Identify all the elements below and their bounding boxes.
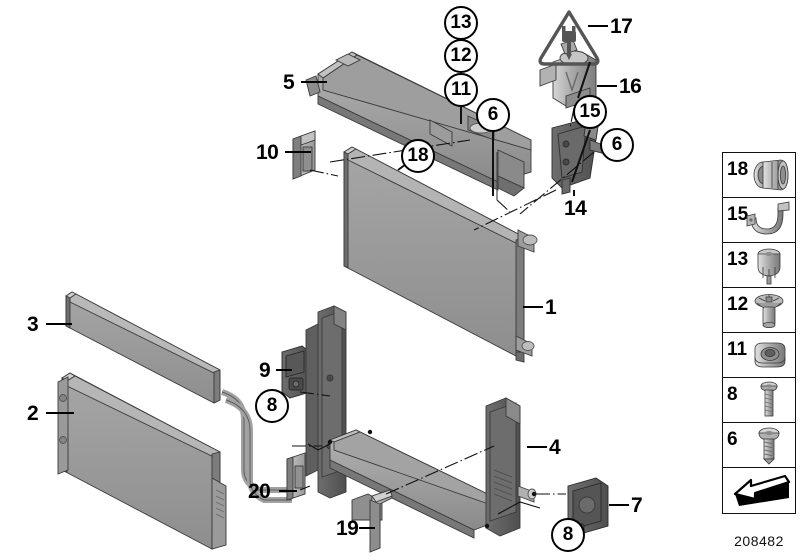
part-17-electrical-warning-symbol	[538, 10, 600, 66]
leader-line-4	[527, 446, 547, 448]
callout-label-19[interactable]: 19	[336, 517, 359, 540]
legend-number-18: 18	[727, 159, 749, 180]
leader-line-17	[588, 25, 608, 27]
diagram-id-label: 208482	[734, 533, 784, 549]
callout-label-2[interactable]: 2	[27, 402, 39, 425]
callout-label-1[interactable]: 1	[545, 296, 557, 319]
expanding-rivet-icon	[745, 243, 793, 287]
callout-circled-8[interactable]: 8	[255, 389, 289, 423]
legend-row-8[interactable]: 8	[723, 378, 795, 423]
callout-label-16[interactable]: 16	[619, 75, 642, 98]
leader-line-1	[523, 306, 543, 308]
callout-circled-6[interactable]: 6	[476, 98, 510, 132]
part-2-condenser	[57, 372, 227, 550]
leader-line-20	[279, 490, 297, 492]
part-1-radiator	[343, 146, 538, 521]
leader-line-16	[597, 85, 617, 87]
assembly-leader-polylines	[307, 429, 541, 529]
part-19-support-bracket	[369, 489, 393, 553]
legend-row-6[interactable]: 6	[723, 423, 795, 468]
leader-line-7	[609, 504, 629, 506]
callout-label-5[interactable]: 5	[283, 71, 295, 94]
part-10-mount-block	[292, 130, 316, 180]
rubber-mount-icon	[745, 333, 793, 377]
grommet-nut-icon	[745, 288, 793, 332]
part-7-control-module	[567, 477, 609, 535]
curved-bracket-icon	[745, 198, 793, 242]
callout-label-17[interactable]: 17	[610, 15, 633, 38]
part-14-side-bracket	[551, 117, 607, 195]
legend-parts-column: 18 15 13 12 11 8 6	[722, 152, 796, 514]
legend-row-18[interactable]: 18	[723, 153, 795, 198]
legend-number-12: 12	[727, 294, 749, 315]
callout-circled-13[interactable]: 13	[444, 6, 478, 40]
legend-row-15[interactable]: 15	[723, 198, 795, 243]
leader-line-3	[46, 323, 72, 325]
assembly-reference-lines	[292, 107, 595, 495]
part-4-cooling-module-carrier	[305, 305, 537, 539]
legend-row-direction-arrow[interactable]	[723, 468, 795, 513]
callout-label-20[interactable]: 20	[248, 480, 271, 503]
leader-line-9	[276, 369, 292, 371]
callout-label-9[interactable]: 9	[259, 359, 271, 382]
callout-circled-6[interactable]: 6	[600, 128, 634, 162]
callout-label-10[interactable]: 10	[256, 141, 279, 164]
legend-number-13: 13	[727, 249, 749, 270]
legend-row-11[interactable]: 11	[723, 333, 795, 378]
leader-line-19	[359, 527, 375, 529]
callout-label-3[interactable]: 3	[27, 313, 39, 336]
callout-label-4[interactable]: 4	[549, 436, 561, 459]
screw-icon	[745, 378, 793, 422]
refrigerant-lines	[220, 389, 292, 503]
legend-row-13[interactable]: 13	[723, 243, 795, 288]
leader-line-10	[285, 151, 311, 153]
callout-circled-11[interactable]: 11	[444, 73, 478, 107]
part-9-pressure-sensor	[281, 345, 311, 399]
callout-circled-15[interactable]: 15	[573, 95, 607, 129]
callout-label-7[interactable]: 7	[631, 494, 643, 517]
callout-label-14[interactable]: 14	[564, 197, 587, 220]
part-20-clip-block	[286, 452, 306, 501]
callout-circled-18[interactable]: 18	[401, 139, 435, 173]
legend-number-11: 11	[727, 339, 748, 360]
leader-line-5	[301, 81, 327, 83]
legend-number-8: 8	[727, 384, 738, 405]
part-3-oil-cooler	[65, 291, 221, 404]
callout-circled-8[interactable]: 8	[551, 518, 585, 552]
bolt-icon	[745, 423, 793, 467]
legend-number-6: 6	[727, 429, 738, 450]
callout-circled-12[interactable]: 12	[444, 39, 478, 73]
direction-arrow-icon	[725, 468, 795, 513]
leader-line-2	[46, 412, 74, 414]
hose-coupling-icon	[745, 153, 793, 197]
legend-number-15: 15	[727, 204, 749, 225]
legend-row-12[interactable]: 12	[723, 288, 795, 333]
